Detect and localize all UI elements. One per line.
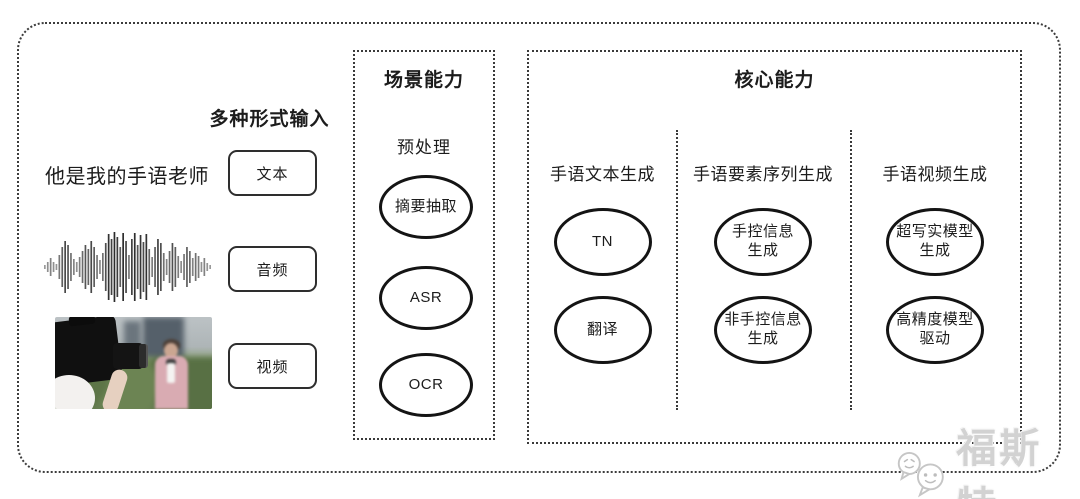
column-header: 手语要素序列生成 <box>693 165 833 184</box>
node-hyperrealistic-model-generation: 超写实模型 生成 <box>886 208 984 276</box>
audio-waveform-icon <box>44 232 211 302</box>
scene-capability-panel: 场景能力 预处理 摘要抽取 ASR OCR <box>353 50 495 440</box>
sample-sentence-text: 他是我的手语老师 <box>45 166 209 188</box>
column-sign-video-generation: 手语视频生成 超写实模型 生成 高精度模型 驱动 <box>850 52 1020 442</box>
input-type-text-label: 文本 <box>256 165 289 183</box>
node-translation: 翻译 <box>553 296 652 364</box>
input-type-audio-box: 音频 <box>228 246 317 292</box>
node-high-precision-model-driving: 高精度模型 驱动 <box>886 296 984 364</box>
column-sign-text-generation: 手语文本生成 TN 翻译 <box>529 52 676 442</box>
node-manual-info-generation: 手控信息 生成 <box>714 208 812 276</box>
scene-panel-title: 场景能力 <box>383 70 464 91</box>
node-asr: ASR <box>379 266 473 330</box>
thumb-reporter-figure <box>151 339 191 409</box>
column-divider-1 <box>676 130 678 410</box>
node-tn: TN <box>553 208 652 276</box>
core-panel-title: 核心能力 <box>734 70 815 91</box>
column-header: 手语文本生成 <box>550 165 655 184</box>
column-sign-element-sequence-generation: 手语要素序列生成 手控信息 生成 非手控信息 生成 <box>676 52 850 442</box>
scene-panel-subtitle: 预处理 <box>397 138 451 157</box>
node-ocr: OCR <box>379 353 473 417</box>
outer-dotted-border <box>17 22 1061 473</box>
core-capability-panel: 核心能力 手语文本生成 TN 翻译 手语要素序列生成 手控信息 生成 非手控信息… <box>527 50 1022 444</box>
input-type-video-box: 视频 <box>228 343 317 389</box>
node-non-manual-info-generation: 非手控信息 生成 <box>714 296 812 364</box>
input-type-text-box: 文本 <box>228 150 317 196</box>
input-section-title: 多种形式输入 <box>209 109 330 130</box>
column-header: 手语视频生成 <box>882 165 988 184</box>
column-divider-2 <box>850 130 852 410</box>
input-type-video-label: 视频 <box>256 358 289 376</box>
input-type-audio-label: 音频 <box>256 261 289 279</box>
node-summary-extraction: 摘要抽取 <box>379 175 473 239</box>
video-thumbnail <box>55 317 212 409</box>
